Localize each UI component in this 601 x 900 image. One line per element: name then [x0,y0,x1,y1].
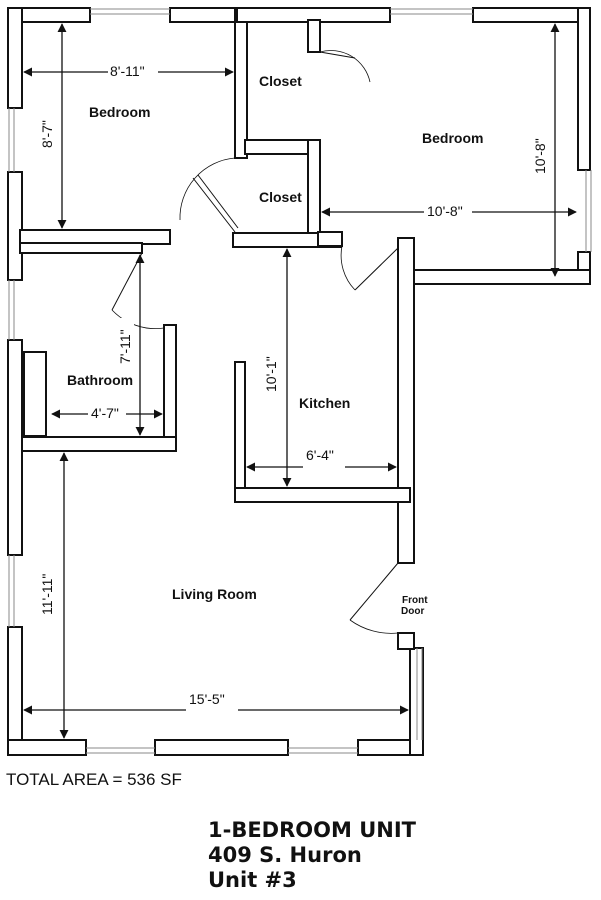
dim-bedroom-left-height: 8'-7" [39,120,55,148]
wall [7,171,23,281]
wall [7,739,87,756]
front-door-label-line1: Front [402,595,428,606]
room-label-bathroom: Bathroom [67,372,133,388]
title-address: 409 S. Huron [208,843,362,867]
dim-kitchen-height: 10'-1" [263,356,279,392]
doors [111,50,399,634]
dim-bedroom-left-width: 8'-11" [110,63,145,79]
wall [307,19,321,53]
dim-living-height: 11'-11" [39,574,55,615]
bathtub [23,351,47,437]
room-label-bedroom-right: Bedroom [422,130,483,146]
dim-kitchen-width: 6'-4" [306,447,334,463]
wall [234,487,411,503]
wall [577,7,591,171]
dimension-lines [23,23,577,739]
room-label-living-room: Living Room [172,586,257,602]
title-unit-type: 1-BEDROOM UNIT [208,818,416,842]
wall [307,139,321,241]
dim-bathroom-height: 7'-11" [117,329,133,364]
walls [7,7,591,756]
wall [234,361,246,503]
room-label-bedroom-left: Bedroom [89,104,150,120]
wall [412,269,591,285]
title-block: 1-BEDROOM UNIT 409 S. Huron Unit #3 [208,818,416,893]
dim-living-width: 15'-5" [189,691,225,707]
wall [7,626,23,756]
wall [19,436,177,452]
wall [19,229,171,245]
room-label-closet-mid: Closet [259,189,302,205]
wall [7,7,23,109]
wall [19,242,143,254]
wall [317,231,343,247]
room-label-closet-top: Closet [259,73,302,89]
dim-bedroom-right-height: 10'-8" [532,138,548,174]
wall [397,237,415,564]
room-label-kitchen: Kitchen [299,395,350,411]
title-unit-number: Unit #3 [208,868,297,892]
wall [169,7,238,23]
front-door-label-line2: Door [401,606,424,617]
wall [154,739,289,756]
wall [163,324,177,451]
wall [7,339,23,556]
total-area: TOTAL AREA = 536 SF [6,770,182,789]
windows [8,8,592,754]
wall [397,632,415,650]
wall [472,7,581,23]
dim-bathroom-width: 4'-7" [91,405,119,421]
dim-bedroom-right-width: 10'-8" [427,203,463,219]
wall [234,7,248,159]
